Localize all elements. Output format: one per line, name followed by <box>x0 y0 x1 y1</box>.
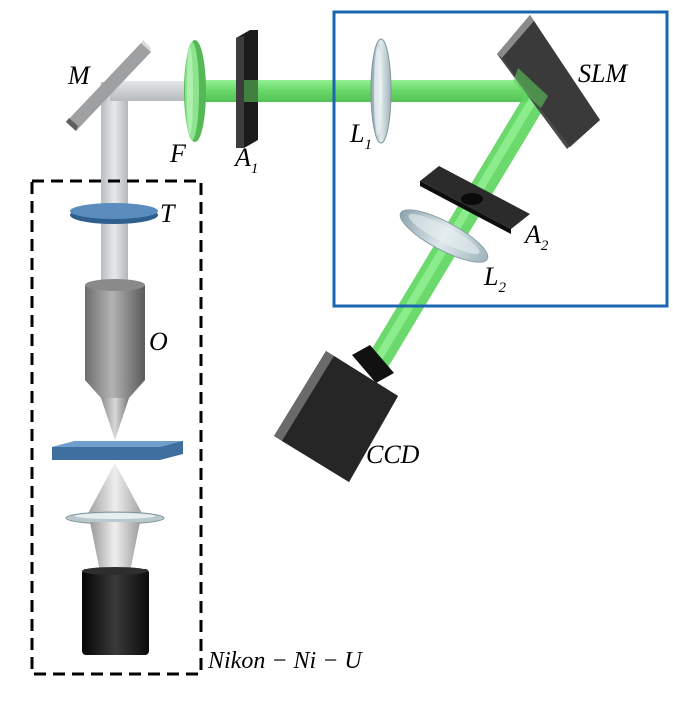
filter-f <box>184 40 206 142</box>
label-filter: F <box>169 139 187 168</box>
green-beam-horizontal <box>192 80 540 102</box>
objective-o <box>85 279 145 440</box>
aperture-a1 <box>236 30 258 148</box>
lens-l2 <box>399 209 489 263</box>
label-lens-2-sub: 2 <box>498 280 506 296</box>
sample-stage <box>52 441 183 460</box>
label-aperture-2: A2 <box>523 220 549 254</box>
label-objective: O <box>149 327 168 356</box>
microscope-frame <box>30 179 203 676</box>
aperture-a2 <box>420 166 530 234</box>
label-aperture-2-sub: 2 <box>541 238 549 254</box>
label-aperture-1-main: A <box>233 143 251 172</box>
label-lens-1-main: L <box>349 119 364 148</box>
label-camera: CCD <box>366 440 420 469</box>
label-mirror: M <box>67 61 91 90</box>
label-lens-2-main: L <box>483 262 498 291</box>
mirror-m <box>66 40 151 131</box>
white-beam-horizontal <box>110 81 192 101</box>
lens-l1 <box>370 38 392 144</box>
condenser <box>65 463 165 655</box>
label-aperture-2-main: A <box>523 220 541 249</box>
slm-module-frame <box>332 10 669 308</box>
tube-lens-t <box>70 203 158 224</box>
slm-device <box>497 15 600 149</box>
ccd-camera <box>274 345 398 482</box>
label-tube-lens: T <box>160 199 176 228</box>
label-aperture-1: A1 <box>233 143 258 177</box>
label-lens-1-sub: 1 <box>364 137 372 153</box>
label-slm: SLM <box>578 59 628 88</box>
label-microscope: Nikon − Ni − U <box>207 648 363 674</box>
label-lens-1: L1 <box>349 119 372 153</box>
label-aperture-1-sub: 1 <box>251 161 259 177</box>
label-lens-2: L2 <box>483 262 506 296</box>
